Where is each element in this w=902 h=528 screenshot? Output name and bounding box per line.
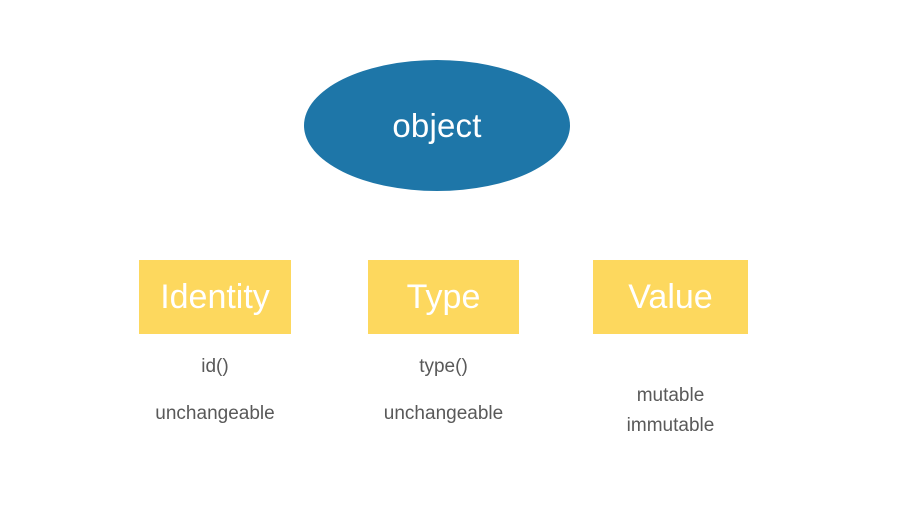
attribute-title-type: Type bbox=[406, 278, 481, 316]
attribute-column-type: Type type() unchangeable bbox=[368, 260, 519, 423]
attribute-box-value: Value bbox=[593, 260, 748, 334]
attribute-box-identity: Identity bbox=[139, 260, 291, 334]
attribute-box-type: Type bbox=[368, 260, 519, 334]
attribute-title-value: Value bbox=[628, 278, 713, 316]
attribute-title-identity: Identity bbox=[160, 278, 270, 316]
attribute-trait-identity: unchangeable bbox=[155, 403, 275, 424]
root-node-label: object bbox=[392, 107, 482, 144]
root-node-object: object bbox=[304, 60, 570, 191]
attribute-notes-identity: id() unchangeable bbox=[139, 334, 291, 423]
attribute-function-identity: id() bbox=[201, 356, 229, 377]
attribute-trait-type: unchangeable bbox=[383, 403, 504, 424]
attribute-column-value: Value mutable immutable bbox=[593, 260, 748, 435]
attribute-notes-type: type() unchangeable bbox=[368, 334, 519, 423]
attribute-column-identity: Identity id() unchangeable bbox=[139, 260, 291, 423]
attribute-function-type: type() bbox=[419, 356, 468, 377]
attribute-trait-value-mutable: mutable bbox=[636, 385, 705, 406]
attribute-trait-value-immutable: immutable bbox=[626, 415, 715, 436]
attribute-notes-value: mutable immutable bbox=[593, 334, 748, 435]
